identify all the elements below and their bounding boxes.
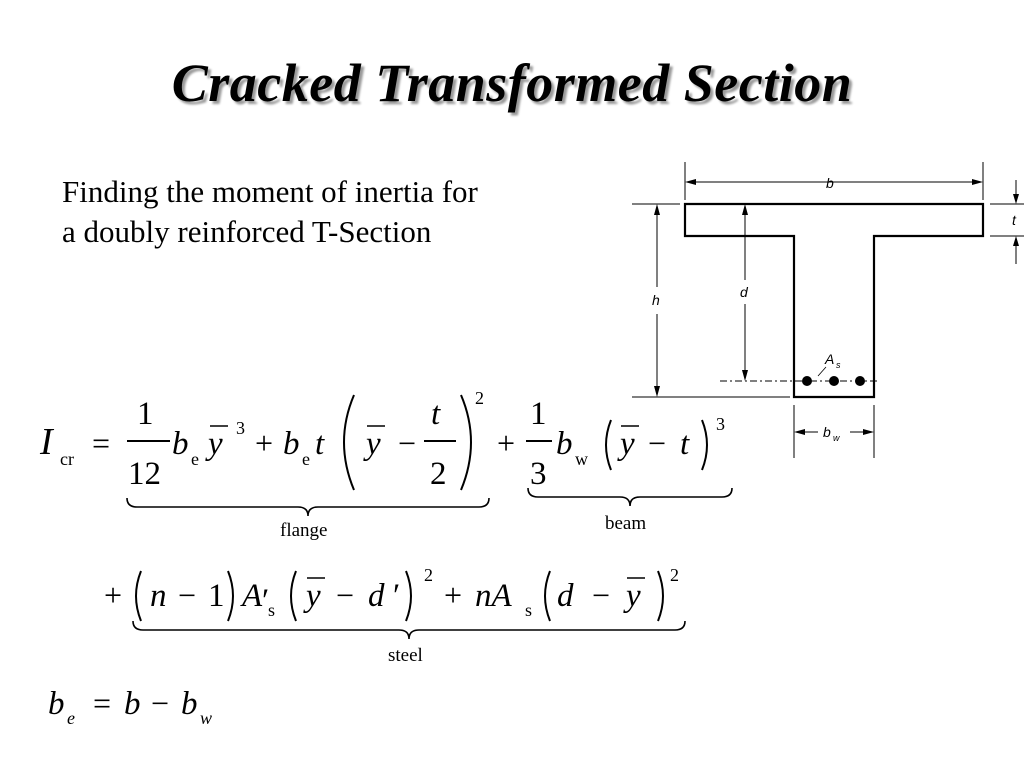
sym-ybar-4: y — [303, 578, 321, 614]
frac-den-2: 2 — [430, 456, 447, 492]
sym-b-4: b — [48, 686, 65, 722]
sym-nA: nA — [475, 578, 513, 614]
op-plus-4: + — [444, 577, 462, 613]
sub-w-2: w — [200, 708, 212, 728]
sym-prime-2: ′ — [393, 578, 400, 614]
frac-num-1: 1 — [137, 396, 154, 432]
sub-w-1: w — [575, 449, 588, 469]
dim-label-as: A — [824, 351, 834, 367]
intro-line-1: Finding the moment of inertia for — [62, 174, 478, 209]
sym-A-1: A — [240, 578, 263, 614]
op-equals-2: = — [93, 685, 111, 721]
op-plus-3: + — [104, 577, 122, 613]
sym-prime-1: ′ — [262, 583, 269, 619]
dim-label-h: h — [652, 292, 660, 308]
frac-den-3: 3 — [530, 456, 547, 492]
dim-label-bw-sub: w — [833, 433, 840, 443]
frac-num-1b: 1 — [530, 396, 547, 432]
sup-2-1: 2 — [475, 388, 484, 408]
op-minus-3: − — [178, 577, 196, 613]
sub-e-3: e — [67, 708, 75, 728]
equation-line-2: + n − 1 A ′ s y − d ′ 2 + nA s d − y — [104, 565, 679, 622]
sym-b-2: b — [283, 426, 300, 462]
dim-label-b: b — [826, 175, 834, 191]
sym-b-5: b — [124, 686, 141, 722]
sym-t-2: t — [680, 426, 690, 462]
op-minus-1: − — [398, 425, 416, 461]
sym-b-6: b — [181, 686, 198, 722]
sub-s-2: s — [525, 600, 532, 620]
intro-line-2: a doubly reinforced T-Section — [62, 214, 432, 249]
sym-t-1: t — [315, 426, 325, 462]
brace-label-steel: steel — [388, 645, 423, 666]
sub-cr: cr — [60, 449, 74, 469]
op-minus-4: − — [336, 577, 354, 613]
sym-b-3: b — [556, 426, 573, 462]
brace-steel — [132, 620, 686, 640]
op-minus-6: − — [151, 685, 169, 721]
brace-beam — [527, 487, 733, 507]
sup-3-1: 3 — [236, 418, 245, 438]
equation-line-3: b e = b − b w — [48, 685, 212, 728]
sym-d-1: d — [368, 578, 385, 614]
sub-s-1: s — [268, 600, 275, 620]
dim-label-d: d — [740, 284, 749, 300]
slide-title: Cracked Transformed Section — [171, 53, 853, 113]
rebar-2 — [829, 376, 839, 386]
dim-label-bw: b — [823, 424, 831, 440]
op-equals: = — [92, 425, 110, 461]
sym-b-1: b — [172, 426, 189, 462]
sym-ybar-5: y — [623, 578, 641, 614]
dim-label-as-sub: s — [836, 360, 841, 370]
rebar-1 — [802, 376, 812, 386]
sup-3-2: 3 — [716, 414, 725, 434]
frac-den-12: 12 — [128, 456, 161, 492]
brace-label-flange: flange — [280, 520, 327, 541]
brace-flange — [126, 497, 490, 517]
intro-text: Finding the moment of inertia for a doub… — [62, 172, 622, 252]
sup-2-2: 2 — [424, 565, 433, 585]
sup-2-3: 2 — [670, 565, 679, 585]
sym-ybar-2: y — [363, 426, 381, 462]
op-minus-2: − — [648, 425, 666, 461]
frac-num-t: t — [431, 396, 441, 432]
rebar-3 — [855, 376, 865, 386]
dim-label-t: t — [1012, 212, 1017, 228]
sub-e-1: e — [191, 449, 199, 469]
sym-I: I — [39, 421, 55, 463]
sym-ybar-3: y — [617, 426, 635, 462]
op-minus-5: − — [592, 577, 610, 613]
t-section-outline — [683, 202, 985, 399]
sym-ybar-1: y — [205, 426, 223, 462]
sym-n-1: n — [150, 578, 167, 614]
num-1: 1 — [208, 578, 225, 614]
equation-line-1: I cr = 1 12 b e y 3 + b e t y − t 2 — [39, 388, 725, 492]
brace-label-beam: beam — [605, 513, 646, 534]
sym-d-2: d — [557, 578, 574, 614]
op-plus-2: + — [497, 425, 515, 461]
sub-e-2: e — [302, 449, 310, 469]
op-plus-1: + — [255, 425, 273, 461]
